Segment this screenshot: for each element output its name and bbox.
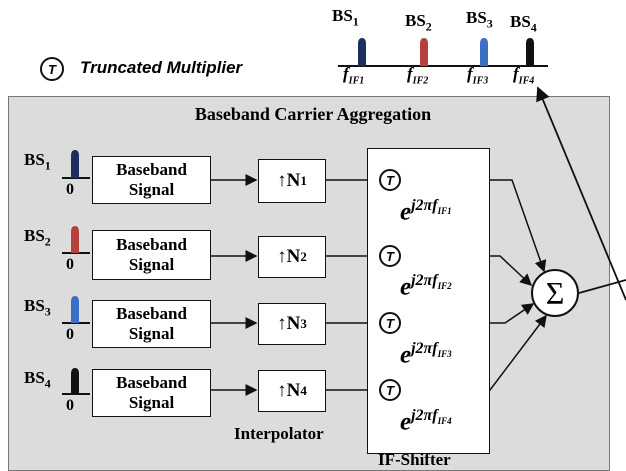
panel-title: Baseband Carrier Aggregation [194,104,432,124]
bs2-label: BS2 [24,226,51,249]
spectrum-pulse-bs2 [420,38,428,66]
truncated-multiplier-4: T [379,379,401,401]
bs3-zero: 0 [66,326,74,343]
freq-if3-label: fIF3 [467,64,489,87]
output-arrow-to-spectrum [536,86,626,301]
bs3-label: BS3 [24,296,51,319]
baseband-pulse-bs3 [71,296,79,323]
bs1-zero: 0 [66,181,74,198]
bs4-label: BS4 [24,368,51,391]
output-spectrum: BS1 BS2 BS3 BS4 fIF1 fIF2 fIF3 fIF4 [300,0,626,92]
exponential-term-2: ej2πfIF2 [400,272,452,301]
truncated-multiplier-3: T [379,312,401,334]
baseband-pulse-bs4 [71,368,79,394]
bs2-zero: 0 [66,256,74,273]
exponential-term-1: ej2πfIF1 [400,197,452,226]
spectrum-pulse-bs1 [358,38,366,66]
exponential-term-4: ej2πfIF4 [400,407,452,436]
freq-if4-label: fIF4 [513,64,535,87]
spectrum-pulse-bs3 [480,38,488,66]
bs1-label: BS1 [24,150,51,173]
freq-if2-label: fIF2 [407,64,429,87]
if-shifter-box [367,148,490,454]
exponential-term-3: ej2πfIF3 [400,340,452,369]
truncated-multiplier-2: T [379,245,401,267]
spectrum-bs4-label: BS4 [510,12,537,35]
bs4-zero: 0 [66,397,74,414]
truncated-multiplier-legend-icon: T [40,57,64,81]
baseband-pulse-bs2 [71,226,79,253]
if-shifter-label: IF-Shifter [378,450,451,469]
spectrum-bs2-label: BS2 [405,11,432,34]
summation-node: Σ [531,269,579,317]
baseband-pulse-bs1 [71,150,79,178]
freq-if1-label: fIF1 [343,64,365,87]
truncated-multiplier-1: T [379,169,401,191]
spectrum-bs1-label: BS1 [332,6,359,29]
spectrum-pulse-bs4 [526,38,534,66]
spectrum-bs3-label: BS3 [466,8,493,31]
interpolator-label: Interpolator [234,424,324,443]
legend-label: Truncated Multiplier [80,58,243,77]
